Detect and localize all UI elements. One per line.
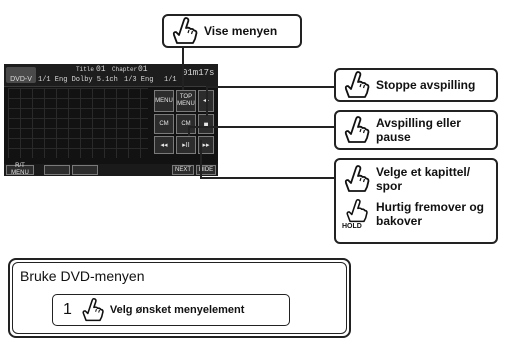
touch-hand-icon	[172, 17, 198, 44]
play-pause-callout: Avspilling eller pause	[334, 110, 498, 150]
play-pause-button[interactable]: ▸II	[176, 136, 196, 154]
subtitle-info: 1/3 Eng	[124, 76, 154, 84]
touch-hand-icon	[344, 116, 370, 143]
top-menu-button[interactable]: TOP MENU	[176, 90, 196, 112]
screen-grid	[8, 88, 148, 158]
step-number: 1	[63, 301, 72, 318]
play-connector-v	[188, 126, 190, 136]
touch-hand-icon	[82, 297, 104, 322]
chapter-label: Chapter	[112, 66, 138, 73]
audio-button[interactable]	[72, 165, 98, 175]
stop-connector-h	[206, 86, 334, 88]
fast-forward-label: Hurtig fremover og bakover	[376, 200, 485, 228]
select-chapter-callout: Velge et kapittel/ spor HOLD Hurtig frem…	[334, 158, 498, 244]
play-connector-h	[188, 126, 334, 128]
hold-label: HOLD	[342, 223, 362, 230]
select-chapter-row: Velge et kapittel/ spor	[336, 164, 488, 194]
dvd-logo: DVD-V	[6, 67, 36, 83]
show-menu-callout: Vise menyen	[162, 14, 302, 48]
title-value: 01	[96, 65, 106, 74]
hide-button[interactable]: HIDE	[196, 165, 216, 175]
angle-info: 1/1	[164, 76, 177, 84]
fast-forward-row: HOLD Hurtig fremover og bakover	[336, 198, 486, 230]
select-connector-v	[200, 140, 202, 178]
subtitle-button[interactable]	[44, 165, 70, 175]
cm-back-button[interactable]: CM	[154, 114, 174, 134]
rt-menu-button[interactable]: R/T MENU	[6, 163, 34, 176]
step-text: Velg ønsket menyelement	[109, 304, 245, 316]
menu-connector	[182, 48, 184, 90]
menu-step-box: 1 Velg ønsket menyelement	[52, 294, 290, 326]
dvd-menu-section: Bruke DVD-menyen 1 Velg ønsket menyeleme…	[8, 258, 351, 338]
stop-playback-callout: Stoppe avspilling	[334, 68, 498, 102]
elapsed-time: 01m17s	[182, 68, 215, 78]
screen-bottom-bar: R/T MENU NEXT HIDE	[4, 163, 218, 176]
stop-button[interactable]: ■	[198, 114, 214, 134]
hold-hand-icon: HOLD	[342, 198, 372, 230]
next-button[interactable]: ▸▸	[198, 136, 214, 154]
touch-hand-icon	[344, 71, 370, 98]
cm-forward-button[interactable]: CM	[176, 114, 196, 134]
play-pause-label: Avspilling eller pause	[376, 116, 461, 144]
audio-info: 1/1 Eng Dolby 5.1ch	[38, 76, 118, 84]
hold-touch-icon	[346, 198, 368, 223]
select-chapter-label: Velge et kapittel/ spor	[376, 165, 471, 193]
stop-connector-v	[206, 86, 208, 116]
select-connector-h	[200, 177, 334, 179]
screen-info-bar: DVD-V Title 01 Chapter 01 01m17s 1/1 Eng…	[4, 64, 218, 87]
chapter-value: 01	[138, 65, 148, 74]
dvd-menu-title: Bruke DVD-menyen	[20, 268, 145, 284]
menu-button[interactable]: MENU	[154, 90, 174, 112]
touch-hand-icon	[344, 165, 370, 192]
prev-button[interactable]: ◂◂	[154, 136, 174, 154]
stop-playback-label: Stoppe avspilling	[376, 78, 476, 92]
title-label: Title	[76, 66, 95, 73]
dvd-screen: DVD-V Title 01 Chapter 01 01m17s 1/1 Eng…	[4, 64, 218, 176]
next-page-button[interactable]: NEXT	[172, 165, 194, 175]
show-menu-label: Vise menyen	[204, 24, 278, 38]
